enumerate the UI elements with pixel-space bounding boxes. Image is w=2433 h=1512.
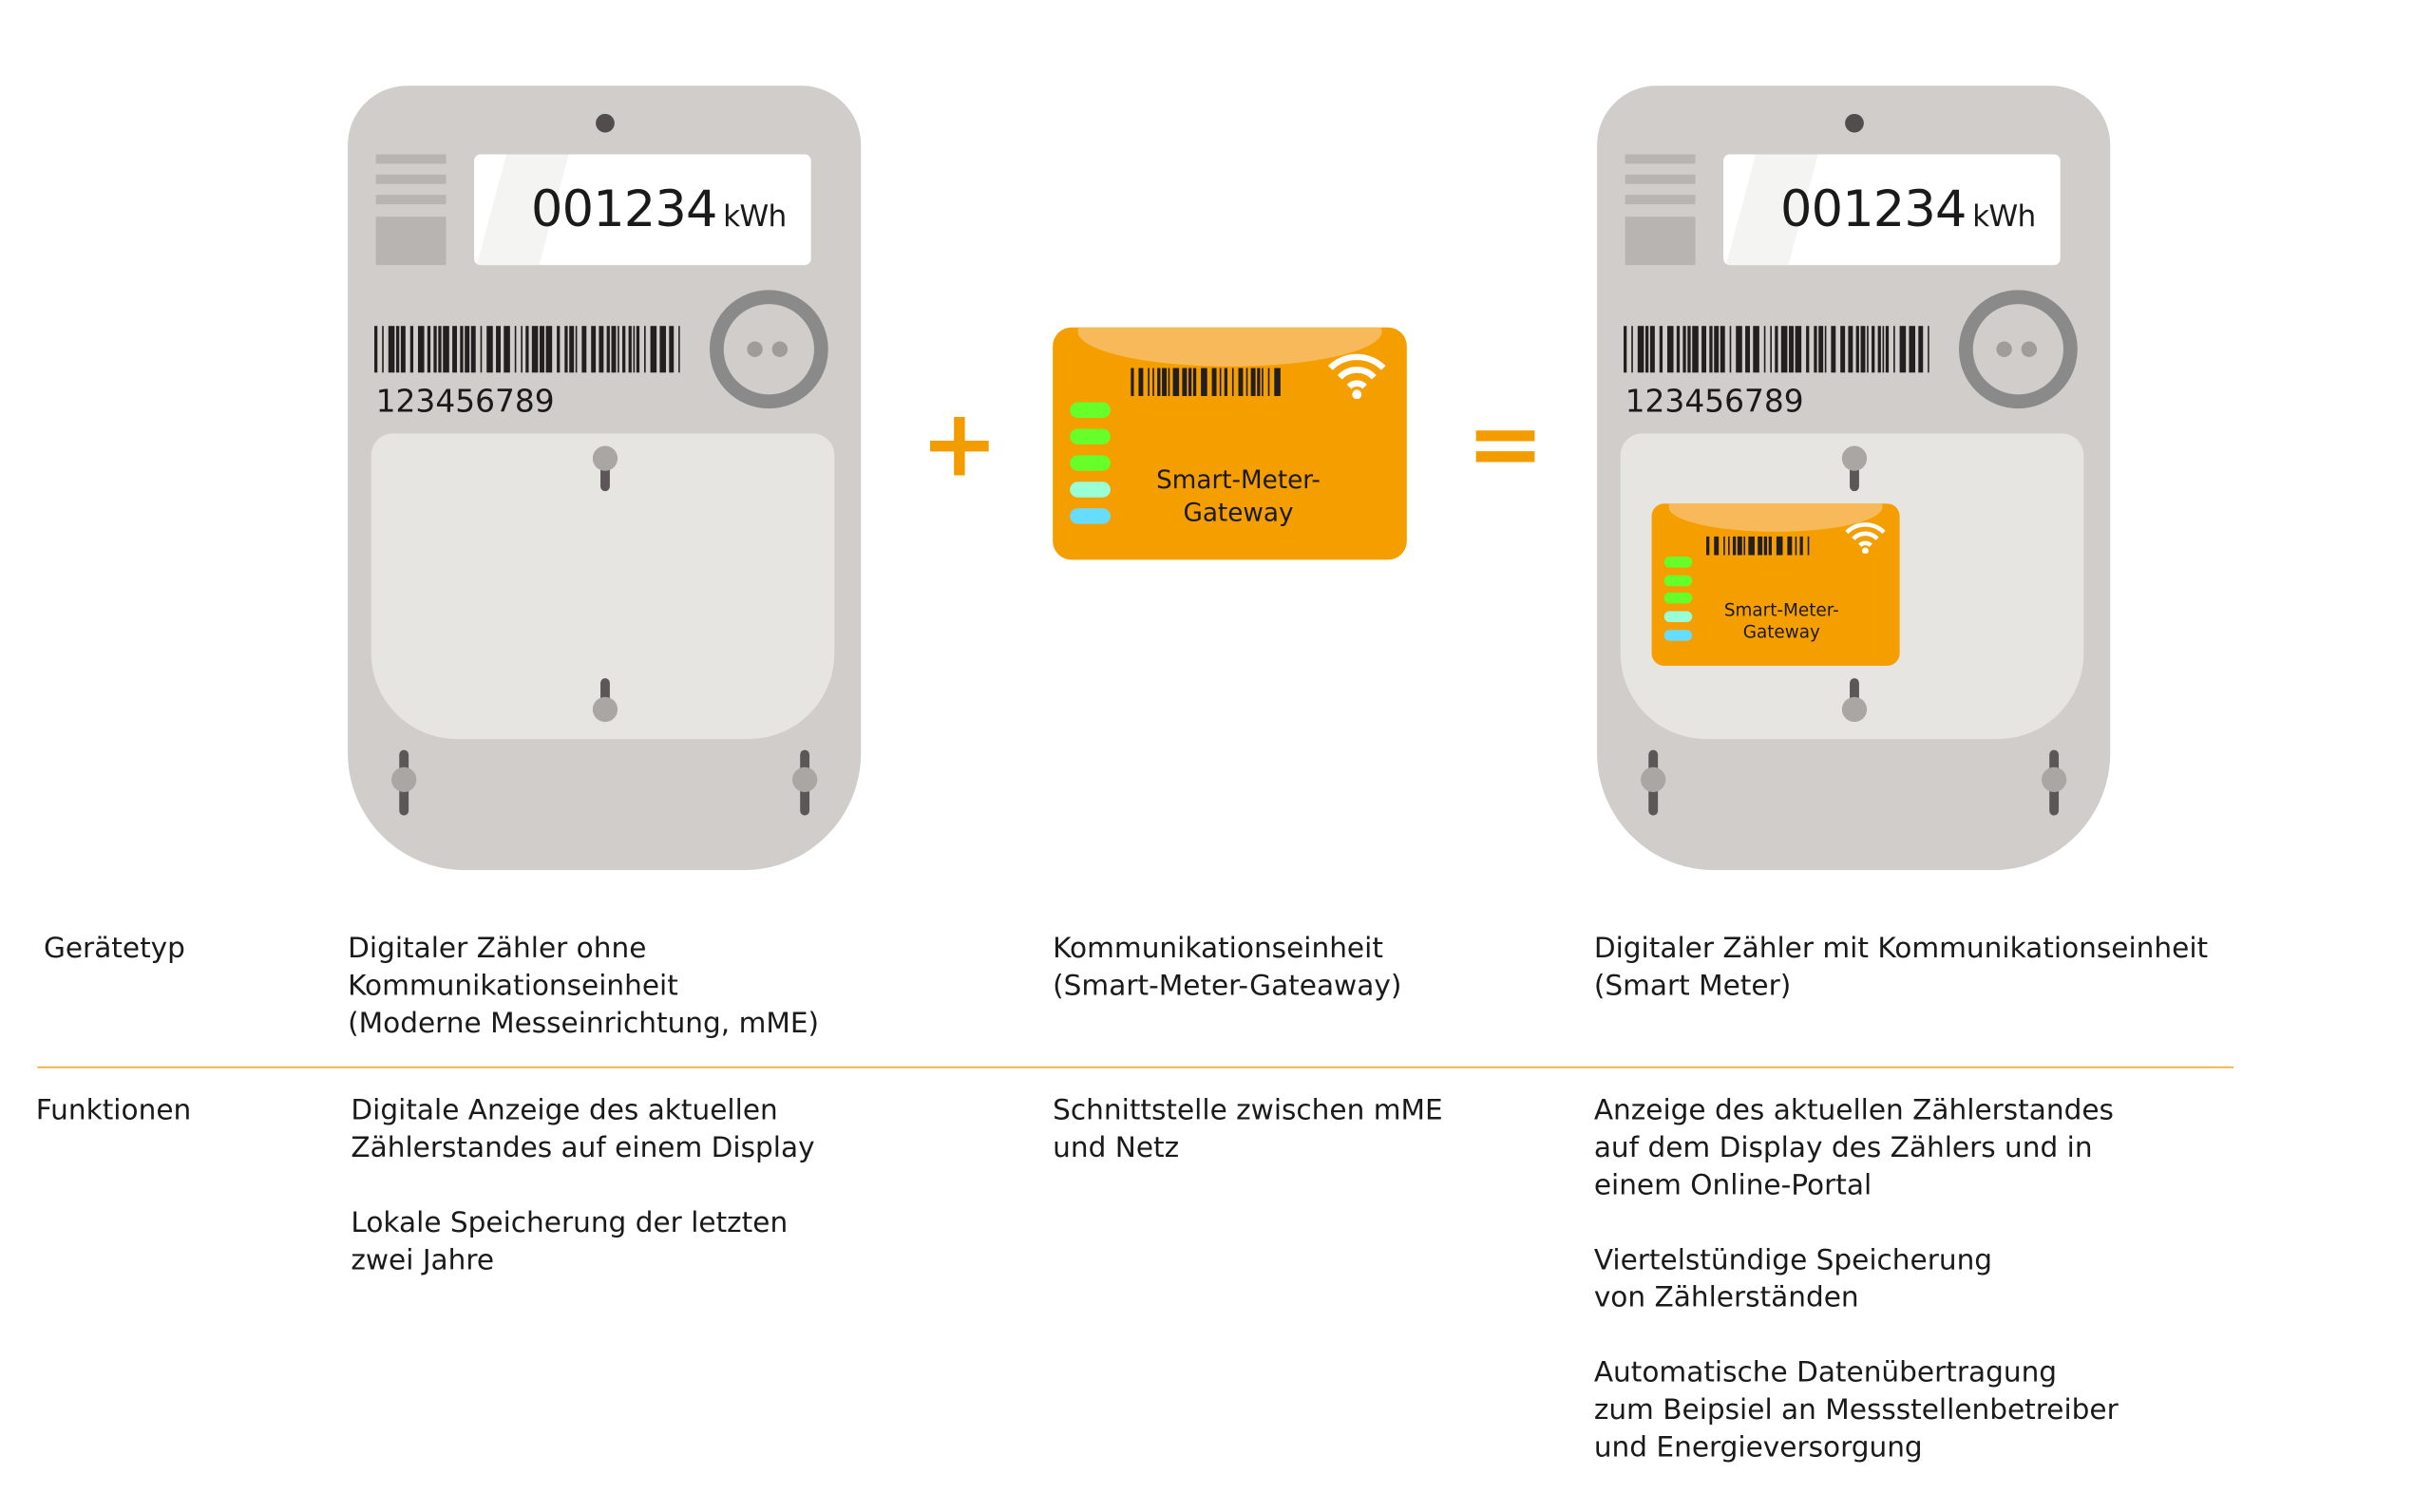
embedded-gateway: Smart-Meter-Gateway bbox=[1651, 503, 1900, 667]
smart-meter-gateway: Smart-Meter-Gateway bbox=[1053, 327, 1407, 560]
plus-sign: + bbox=[920, 389, 999, 500]
functions-gateway: Schnittstelle zwischen mME und Netz bbox=[1053, 1094, 1443, 1165]
optical-interface-icon bbox=[709, 290, 828, 409]
gateway-label-line2: Gateway bbox=[1742, 622, 1820, 643]
screw-icon bbox=[391, 766, 417, 792]
divider bbox=[37, 1066, 2233, 1068]
status-led bbox=[1663, 574, 1693, 586]
serial-number: 123456789 bbox=[375, 382, 555, 420]
vent-stripe bbox=[375, 174, 447, 184]
screw-icon bbox=[791, 766, 818, 792]
device-type-mme: Digitaler Zähler ohne Kommunikationseinh… bbox=[348, 932, 820, 1041]
led-dot bbox=[1845, 113, 1864, 133]
screw-icon bbox=[1841, 696, 1868, 723]
status-led bbox=[1070, 402, 1111, 418]
gateway-label-line1: Smart-Meter- bbox=[1156, 464, 1321, 495]
screw-icon bbox=[1841, 445, 1868, 471]
meter-unit: kWh bbox=[1972, 199, 2036, 235]
device-type-smart-meter: Digitaler Zähler mit Kommunikationseinhe… bbox=[1593, 932, 2209, 1003]
vent-stripe bbox=[375, 195, 447, 205]
functions-smart-meter: Anzeige des aktuellen Zählerstandes auf … bbox=[1593, 1094, 2119, 1465]
gateway-label-line2: Gateway bbox=[1183, 497, 1294, 527]
vent-stripe bbox=[1625, 154, 1696, 164]
wifi-icon bbox=[1844, 521, 1885, 555]
functions-mme: Digitale Anzeige des aktuellen Zählersta… bbox=[351, 1094, 815, 1277]
row-label-functions: Funktionen bbox=[35, 1094, 192, 1127]
screw-icon bbox=[2041, 766, 2067, 792]
screw-icon bbox=[592, 445, 618, 471]
serial-number: 123456789 bbox=[1625, 382, 1804, 420]
status-led bbox=[1070, 428, 1111, 444]
screw-icon bbox=[1641, 766, 1666, 792]
barcode-icon bbox=[1624, 326, 1929, 373]
device-type-gateway: Kommunikationseinheit (Smart-Meter-Gatea… bbox=[1053, 932, 1402, 1003]
status-led bbox=[1070, 482, 1111, 498]
vent-stripe bbox=[375, 154, 447, 164]
status-led bbox=[1663, 612, 1693, 623]
label-plate bbox=[375, 217, 447, 266]
barcode-icon bbox=[1706, 536, 1810, 556]
row-label-device-type: Gerätetyp bbox=[43, 932, 185, 966]
barcode-icon bbox=[1131, 368, 1281, 396]
vent-stripe bbox=[1625, 174, 1696, 184]
screw-icon bbox=[592, 696, 618, 723]
status-led bbox=[1070, 508, 1111, 524]
equals-sign: = bbox=[1466, 389, 1545, 500]
status-led bbox=[1070, 455, 1111, 471]
status-led bbox=[1663, 630, 1693, 642]
meter-unit: kWh bbox=[723, 199, 787, 235]
gateway-label-line1: Smart-Meter- bbox=[1723, 599, 1839, 620]
led-dot bbox=[596, 113, 615, 133]
meter-reading: 001234 bbox=[1780, 179, 1967, 239]
status-led bbox=[1663, 556, 1693, 567]
optical-interface-icon bbox=[1958, 290, 2078, 409]
status-led bbox=[1663, 593, 1693, 604]
barcode-icon bbox=[374, 326, 680, 373]
label-plate bbox=[1625, 217, 1696, 266]
vent-stripe bbox=[1625, 195, 1696, 205]
meter-reading: 001234 bbox=[530, 179, 717, 239]
wifi-icon bbox=[1328, 353, 1386, 400]
